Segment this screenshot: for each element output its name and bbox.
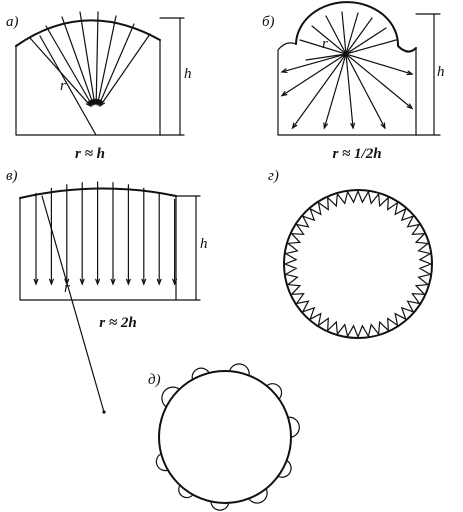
panel-d-bump	[287, 416, 300, 438]
panel-v: в) r h r ≈ 2h	[6, 168, 208, 414]
panel-v-ray-arrow	[33, 278, 39, 286]
panel-b-ray	[281, 27, 387, 97]
panel-b-ray-arrow	[380, 122, 386, 130]
panel-g-sawtooth	[283, 189, 432, 339]
panel-b-rays	[280, 11, 414, 130]
panel-d-label: д)	[148, 372, 161, 388]
panel-d-bump	[191, 367, 210, 381]
panel-v-ray-arrow	[125, 278, 131, 286]
panel-g-label: г)	[268, 168, 279, 184]
panel-a-radius-label: r	[60, 78, 66, 94]
panel-v-ray-arrow	[141, 278, 147, 286]
panel-g: г)	[268, 168, 433, 339]
panel-g-circle	[283, 189, 433, 339]
panel-a-ray	[95, 11, 99, 105]
panel-a-ray	[61, 16, 94, 106]
panel-b-radius	[305, 53, 347, 61]
panel-b-ray	[341, 11, 354, 129]
panel-b-ray-arrow	[350, 122, 356, 130]
panel-b-ray-arrow	[291, 122, 298, 130]
panel-v-formula: r ≈ 2h	[99, 315, 136, 331]
panel-a-ray	[79, 11, 96, 105]
panel-a: а) r h r ≈ h	[6, 11, 192, 162]
panel-v-radius	[41, 195, 105, 413]
panel-d-bump	[155, 452, 169, 472]
panel-d-circle	[158, 370, 292, 504]
panel-d-bump	[265, 383, 283, 400]
panel-v-height-label: h	[200, 236, 208, 252]
panel-b-vault	[295, 1, 417, 53]
panel-v-ray-arrow	[48, 278, 54, 286]
panel-b-ray	[299, 39, 413, 75]
panel-d-bump	[178, 484, 194, 499]
panel-d-bump	[228, 363, 250, 377]
panel-b-ray-arrow	[406, 70, 414, 76]
panel-a-radius	[39, 35, 97, 136]
panel-b-radius-label: r	[322, 36, 328, 52]
panel-a-ray	[45, 25, 93, 106]
panel-b-ray	[281, 39, 397, 73]
panel-b: б) r h r ≈ 1/2h	[262, 1, 445, 162]
panel-a-formula: r ≈ h	[75, 146, 105, 162]
panel-d-bump	[248, 487, 268, 504]
panel-a-ray	[98, 23, 135, 106]
panel-d-bump	[277, 459, 292, 478]
panel-b-ray-arrow	[323, 122, 329, 130]
panel-v-rays	[33, 181, 178, 286]
panel-a-ray	[99, 33, 151, 107]
panel-b-ray-arrow	[280, 68, 288, 74]
panel-d-bumps	[155, 363, 300, 511]
panel-v-radius-center	[102, 410, 106, 414]
panel-d-bump	[210, 500, 230, 511]
panel-a-ray	[96, 15, 117, 105]
panel-b-height-label: h	[437, 64, 445, 80]
panel-b-ray	[291, 17, 373, 129]
panel-v-ray-arrow	[95, 278, 101, 286]
panel-b-ray	[325, 15, 386, 129]
panel-b-ray	[311, 25, 413, 109]
panel-d-bump	[161, 386, 181, 408]
panel-a-vault	[15, 19, 161, 47]
panel-d: д)	[148, 363, 300, 511]
panel-b-formula: r ≈ 1/2h	[332, 146, 381, 162]
panel-a-rays	[29, 11, 151, 108]
panel-v-ray-arrow	[172, 278, 178, 286]
panel-v-ray-arrow	[110, 278, 116, 286]
panel-a-height-label: h	[184, 66, 192, 82]
panel-v-label: в)	[6, 168, 18, 184]
panel-a-label: а)	[6, 14, 19, 30]
panel-b-ray-arrow	[406, 103, 414, 110]
panel-b-ray-arrow	[280, 90, 288, 97]
panel-a-ray-arrow	[99, 100, 106, 108]
panel-v-ray-arrow	[79, 278, 85, 286]
panel-b-ray	[323, 12, 359, 129]
panel-b-label: б)	[262, 14, 275, 30]
panel-v-radius-label: r	[64, 280, 70, 296]
panel-v-ray-arrow	[156, 278, 162, 286]
